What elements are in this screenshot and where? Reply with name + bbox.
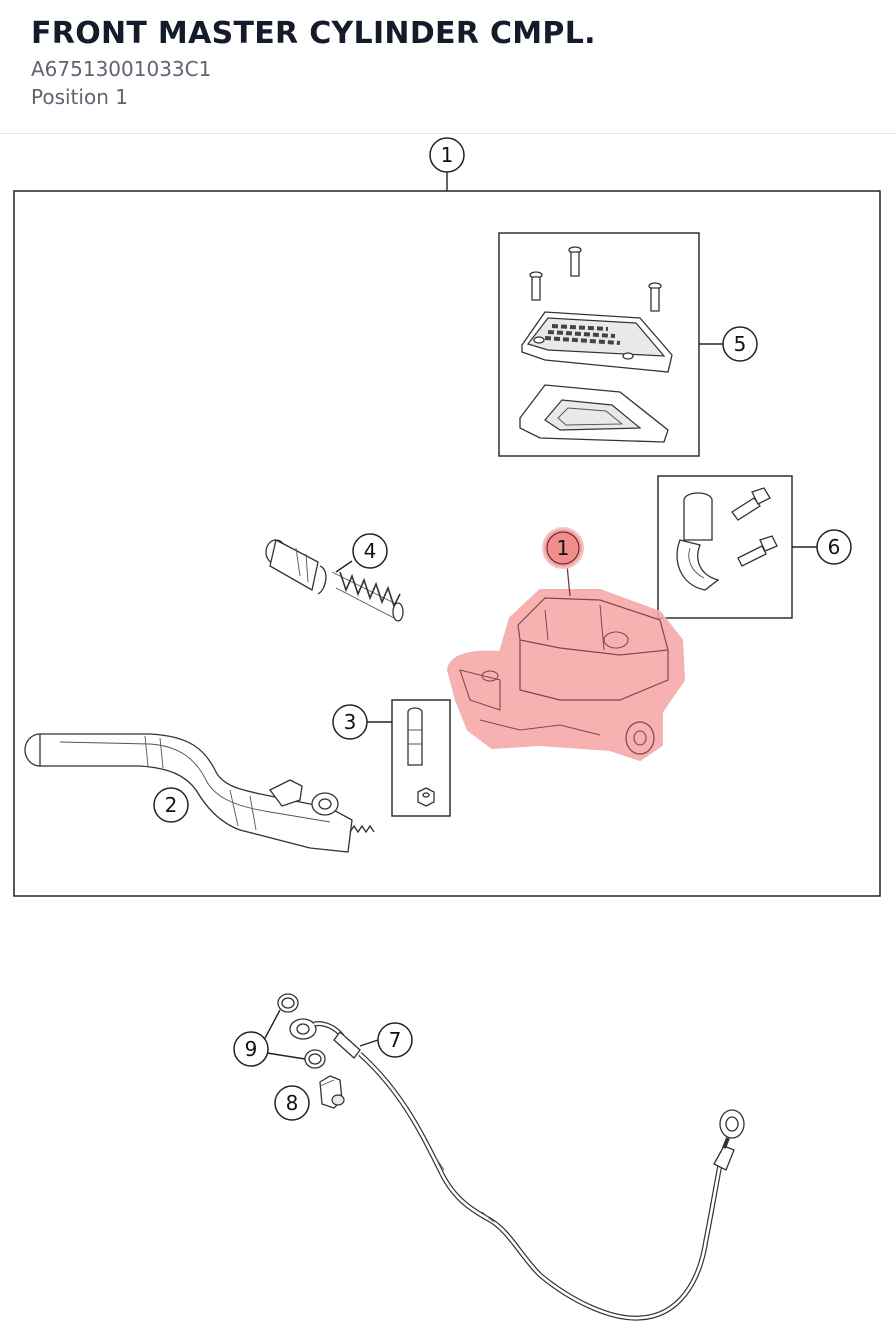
clamp-bolt-icon [737,535,778,567]
callout-housing-1[interactable]: 1 [542,527,584,569]
callout-seal-rings-9[interactable]: 9 [233,1031,269,1067]
part9-leader-line [266,1052,306,1060]
reservoir-gasket-icon [519,384,669,443]
part9-leader-line [263,1009,281,1041]
svg-text:5: 5 [734,332,747,356]
pivot-pin-icon [407,707,423,766]
callout-lever-2[interactable]: 2 [153,787,189,823]
seal-ring-icon[interactable] [304,1049,326,1069]
callout-assembly-1[interactable]: 1 [429,137,465,173]
svg-text:8: 8 [286,1091,299,1115]
reservoir-cover-kit[interactable] [498,232,700,457]
clamp-icon [676,492,720,591]
clamp-bolt-icon [731,487,771,521]
clamp-kit[interactable] [657,475,793,619]
part7-leader-line [359,1039,379,1047]
page-header: FRONT MASTER CYLINDER CMPL. A67513001033… [0,0,896,134]
brake-lever-icon[interactable] [24,733,375,853]
seal-ring-icon[interactable] [277,993,299,1013]
svg-text:4: 4 [364,539,377,563]
svg-text:6: 6 [828,535,841,559]
cover-screw-icon [648,282,662,312]
callout-reservoir-cover-5[interactable]: 5 [722,326,758,362]
cover-screw-icon [568,246,582,277]
svg-text:9: 9 [245,1037,258,1061]
part-number: A67513001033C1 [31,57,212,81]
position-label: Position 1 [31,85,128,109]
callout-banjo-bolt-8[interactable]: 8 [274,1085,310,1121]
cover-screw-icon [529,271,543,301]
master-cylinder-housing[interactable] [446,589,686,762]
svg-text:3: 3 [344,710,357,734]
page-title: FRONT MASTER CYLINDER CMPL. [31,16,596,51]
svg-text:7: 7 [389,1028,402,1052]
housing-leader-line [566,564,571,597]
brake-line-icon[interactable] [289,1018,745,1321]
banjo-bolt-icon[interactable] [319,1075,345,1109]
piston-kit-icon[interactable] [265,539,404,622]
callout-brake-line-7[interactable]: 7 [377,1022,413,1058]
part4-leader-line [335,560,353,573]
pin-kit[interactable] [391,699,451,817]
callout-clamp-6[interactable]: 6 [816,529,852,565]
hex-nut-icon [417,787,435,807]
svg-text:1: 1 [441,143,454,167]
svg-text:1: 1 [557,536,570,560]
reservoir-cover-icon [521,311,673,373]
housing-outline-icon [459,597,669,755]
callout-piston-4[interactable]: 4 [352,533,388,569]
svg-text:2: 2 [165,793,178,817]
callout-pin-3[interactable]: 3 [332,704,368,740]
